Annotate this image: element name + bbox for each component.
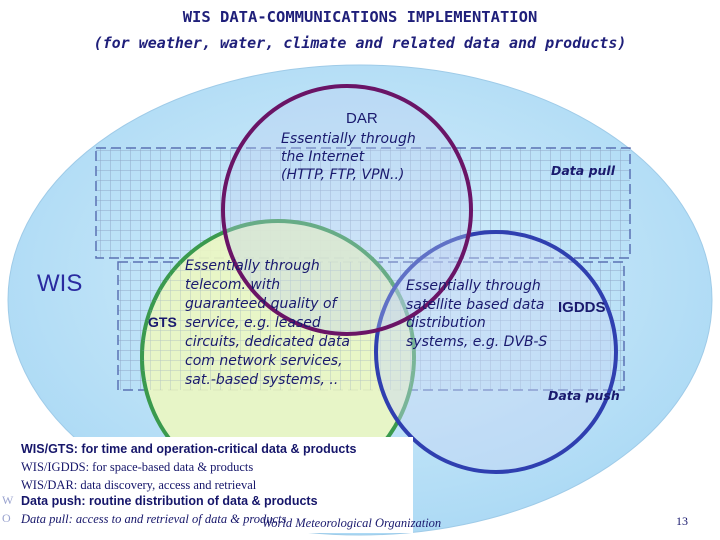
legend-gts: WIS/GTS: for time and operation-critical… bbox=[21, 442, 357, 456]
legend-data-push: Data push: routine distribution of data … bbox=[21, 494, 318, 508]
page-title: WIS DATA-COMMUNICATIONS IMPLEMENTATION bbox=[182, 8, 538, 26]
data-pull-label: Data pull bbox=[551, 163, 615, 178]
data-push-label: Data push bbox=[548, 388, 620, 403]
dar-line: Essentially through bbox=[281, 131, 416, 147]
gts-line: service, e.g. leased bbox=[185, 315, 321, 331]
igdds-line: Essentially through bbox=[406, 278, 541, 294]
legend-box: WIS/GTS: for time and operation-critical… bbox=[13, 437, 413, 533]
legend-data-pull: Data pull: access to and retrieval of da… bbox=[21, 512, 287, 526]
wis-label: WIS bbox=[37, 270, 83, 297]
gts-line: circuits, dedicated data bbox=[185, 334, 351, 350]
gts-line: guaranteed quality of bbox=[185, 296, 337, 312]
page-number: 13 bbox=[676, 514, 688, 528]
side-mark: W bbox=[2, 493, 14, 507]
dar-line: (HTTP, FTP, VPN..) bbox=[281, 167, 405, 183]
gts-description: Essentially through telecom. with guaran… bbox=[185, 257, 350, 390]
footer-organization: World Meteorological Organization bbox=[262, 516, 442, 530]
dar-line: the Internet bbox=[281, 149, 365, 165]
igdds-line: satellite based data bbox=[406, 296, 545, 313]
side-mark: O bbox=[2, 511, 11, 525]
igdds-description: Essentially through satellite based data… bbox=[406, 277, 547, 351]
page-subtitle: (for weather, water, climate and related… bbox=[93, 34, 627, 52]
gts-line: Essentially through bbox=[185, 258, 320, 274]
igdds-line: systems, e.g. DVB-S bbox=[406, 333, 548, 350]
gts-line: telecom. with bbox=[185, 277, 281, 293]
gts-label: GTS bbox=[148, 314, 177, 330]
igdds-label: IGDDS bbox=[558, 299, 606, 316]
legend-dar: WIS/DAR: data discovery, access and retr… bbox=[21, 478, 257, 492]
igdds-circle bbox=[374, 230, 618, 474]
gts-line: com network services, bbox=[185, 353, 343, 369]
dar-label: DAR bbox=[346, 110, 378, 127]
dar-circle bbox=[221, 84, 473, 336]
dar-description: Essentially through the Internet (HTTP, … bbox=[281, 130, 416, 184]
igdds-line: distribution bbox=[406, 315, 486, 331]
legend-igdds: WIS/IGDDS: for space-based data & produc… bbox=[21, 460, 254, 474]
gts-line: sat.-based systems, .. bbox=[185, 372, 339, 388]
